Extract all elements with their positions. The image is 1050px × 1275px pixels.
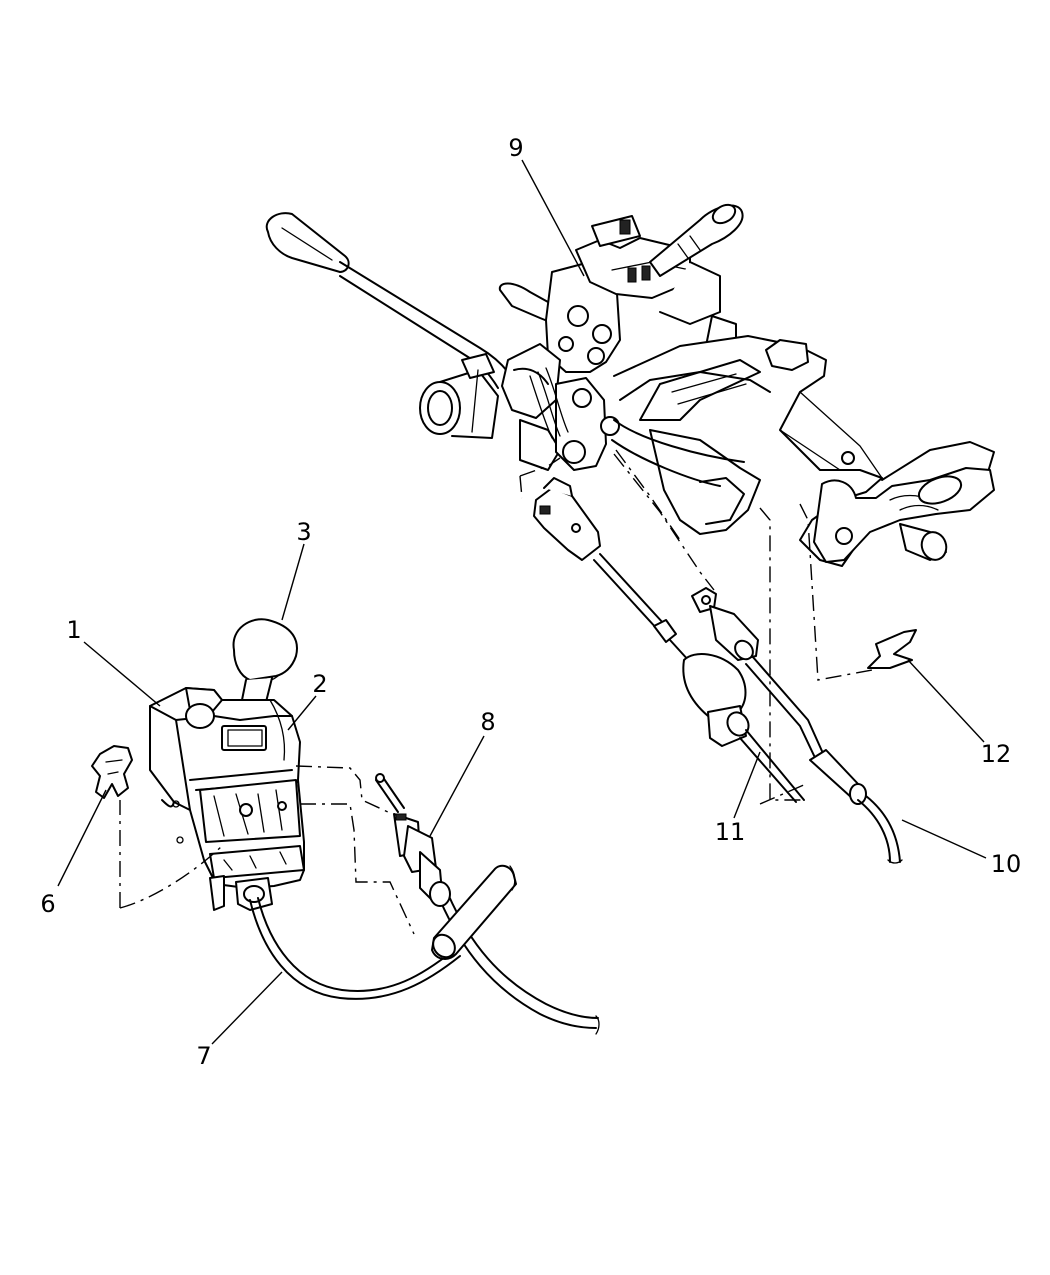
callout-9: 9	[508, 134, 523, 162]
column-cable-11	[533, 477, 805, 803]
cable-adjuster	[375, 773, 451, 907]
callout-1: 1	[66, 616, 81, 644]
retaining-clip-12	[867, 629, 917, 669]
phantom-lines	[119, 449, 873, 935]
callout-12: 12	[981, 740, 1012, 768]
callout-8: 8	[480, 708, 495, 736]
shift-cable	[249, 864, 600, 1035]
callout-11: 11	[715, 818, 746, 846]
shifter-assembly	[149, 618, 305, 911]
column-bracket	[611, 335, 995, 567]
callout-labels: 1 2 3 6 7 8 9 10 11 12	[40, 134, 1021, 1070]
steering-column-assembly	[265, 203, 995, 567]
retaining-clip-6	[91, 745, 133, 799]
callout-10: 10	[991, 850, 1022, 878]
shifter-housing	[149, 687, 305, 911]
switch-housing	[498, 261, 621, 471]
wiper-stalk	[649, 203, 744, 277]
ignition-lock	[419, 353, 499, 439]
callout-2: 2	[312, 670, 327, 698]
callout-3: 3	[296, 518, 311, 546]
column-cable-10	[691, 587, 903, 864]
callout-7: 7	[196, 1042, 211, 1070]
callout-6: 6	[40, 890, 55, 918]
leader-lines	[57, 159, 987, 1045]
shift-rod	[269, 699, 286, 761]
